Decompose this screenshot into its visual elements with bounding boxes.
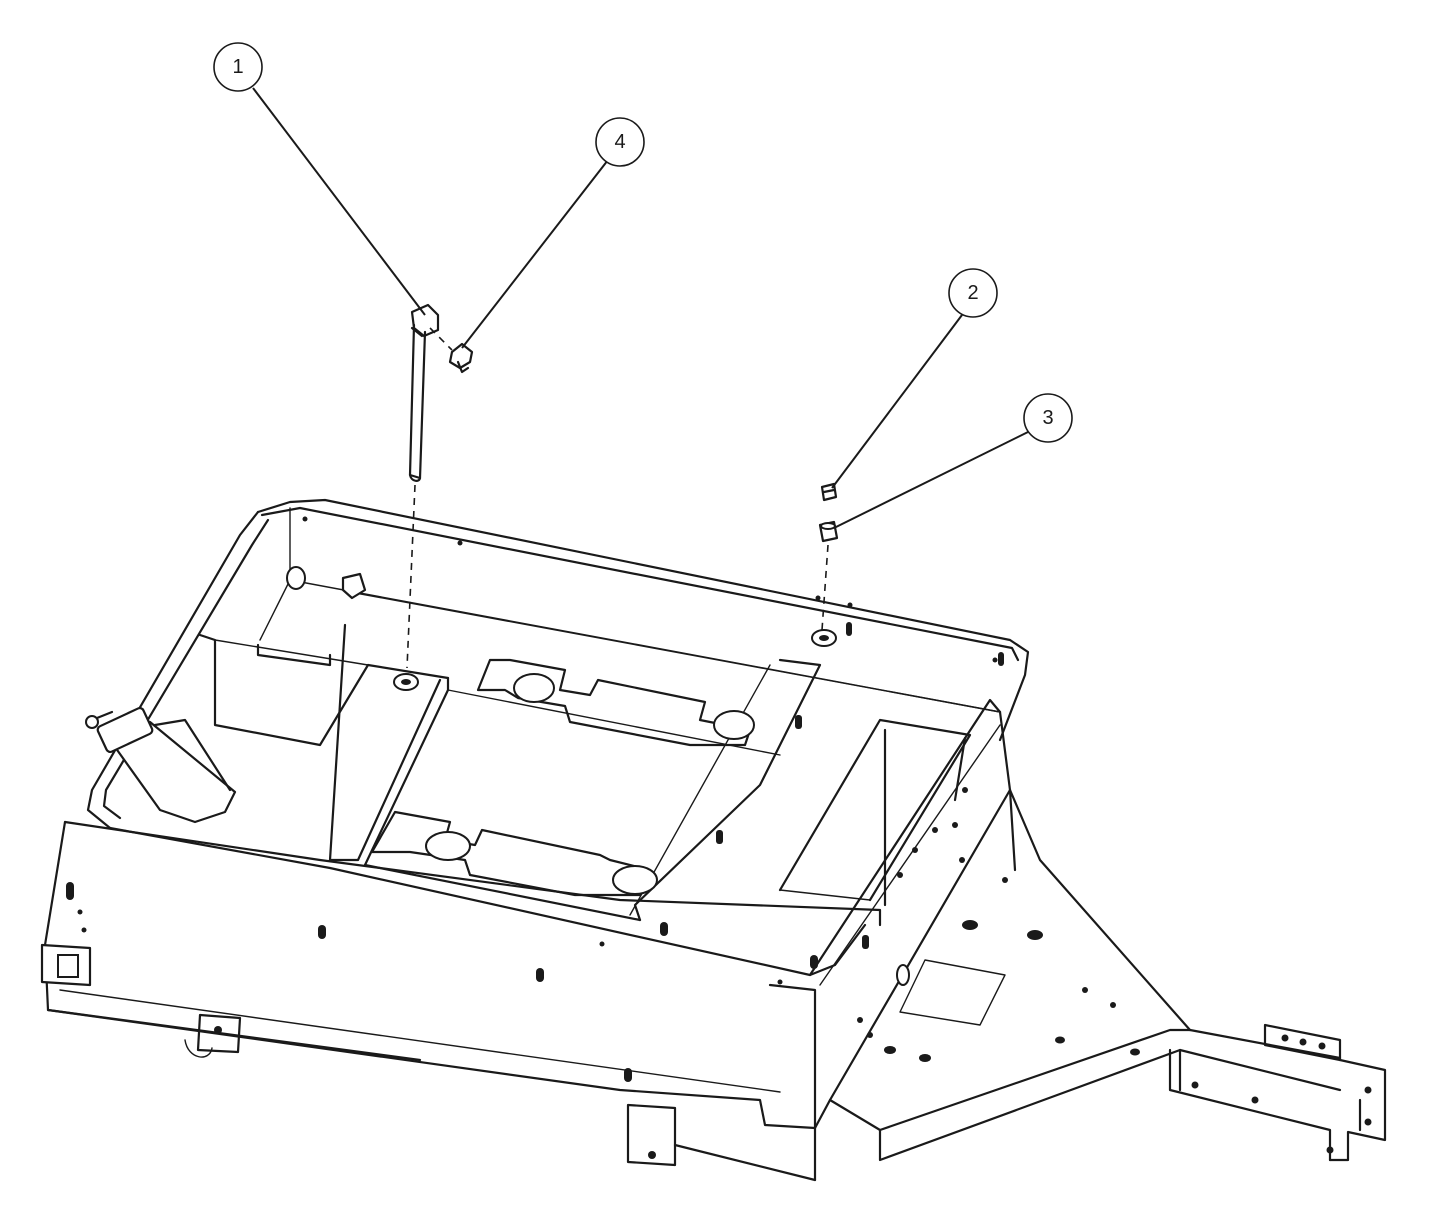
callout-balloon-2: 2 bbox=[948, 268, 998, 318]
leader-line-2 bbox=[831, 314, 963, 489]
leader-line-3 bbox=[833, 431, 1029, 529]
callout-label-4: 4 bbox=[614, 131, 625, 153]
leader-lines bbox=[252, 87, 1029, 529]
callout-balloon-4: 4 bbox=[595, 117, 645, 167]
callout-balloon-3: 3 bbox=[1023, 393, 1073, 443]
callout-balloon-1: 1 bbox=[213, 42, 263, 92]
callout-label-3: 3 bbox=[1042, 407, 1053, 429]
part-1-sender-tube bbox=[406, 303, 440, 669]
leader-line-1 bbox=[252, 87, 426, 316]
chassis-frame-assembly bbox=[40, 498, 1387, 1182]
leader-line-4 bbox=[461, 159, 609, 349]
part-3-bushing bbox=[818, 520, 839, 631]
part-4-fitting bbox=[429, 327, 474, 374]
callout-label-2: 2 bbox=[967, 282, 978, 304]
callout-label-1: 1 bbox=[232, 56, 243, 78]
